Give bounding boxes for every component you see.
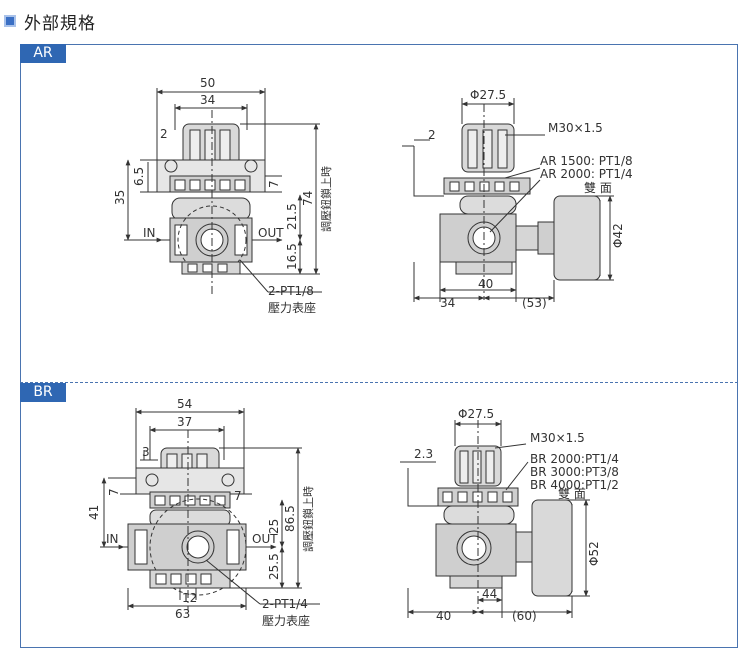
br-dim-54: 54 (177, 397, 192, 411)
br-dim-25-5: 25.5 (267, 553, 281, 580)
br-port-1: BR 2000:PT1/4 (530, 452, 619, 466)
ar-gauge-seat: 壓力表座 (268, 300, 316, 315)
br-in-label: IN (106, 532, 119, 546)
ar-dim-7: 7 (267, 180, 281, 188)
ar-dim-16-5: 16.5 (285, 243, 299, 270)
br-dim-3: 3 (142, 445, 150, 459)
br-out-label: OUT (252, 532, 278, 546)
br-knob-label: 調壓鈕鎖上時 (301, 486, 315, 552)
br-dim-12: 12 (182, 591, 197, 605)
br-dim-7a: 7 (107, 488, 121, 496)
ar-dim-53: (53) (522, 296, 547, 310)
square-bullet-icon (4, 15, 16, 27)
ar-dim-2: 2 (160, 127, 168, 141)
br-dim-86-5: 86.5 (283, 505, 297, 532)
br-dim-40: 40 (436, 609, 451, 623)
br-thread: M30×1.5 (530, 431, 585, 445)
ar-dim-6-5: 6.5 (132, 167, 146, 186)
br-front-view (100, 408, 320, 610)
ar-side-labels: Φ27.5 2 M30×1.5 AR 1500: PT1/8 AR 2000: … (428, 88, 633, 310)
br-dim-63: 63 (175, 607, 190, 621)
br-gauge-port: 2-PT1/4 (262, 597, 308, 611)
ar-port-2: AR 2000: PT1/4 (540, 167, 633, 181)
ar-side-dim-2: 2 (428, 128, 436, 142)
ar-dim-35: 35 (113, 190, 127, 205)
ar-dim-21-5: 21.5 (285, 203, 299, 230)
ar-double-face: 雙 面 (584, 181, 612, 195)
br-port-2: BR 3000:PT3/8 (530, 465, 619, 479)
ar-port-1: AR 1500: PT1/8 (540, 154, 633, 168)
ar-dim-74: 74 (301, 191, 315, 206)
spec-panel (20, 44, 738, 648)
page-title: 外部規格 (24, 13, 96, 34)
br-dim-25: 25 (267, 519, 281, 534)
ar-front-view (124, 88, 322, 295)
ar-gauge-port: 2-PT1/8 (268, 284, 314, 298)
br-double-face: 雙 面 (558, 487, 586, 501)
ar-in-label: IN (143, 226, 156, 240)
br-gauge-seat: 壓力表座 (262, 613, 310, 628)
ar-front-labels: 50 34 2 6.5 35 7 21.5 16.5 74 調壓鈕鎖上時 IN … (113, 76, 333, 315)
ar-dim-50: 50 (200, 76, 215, 90)
br-dim-37: 37 (177, 415, 192, 429)
br-dim-41: 41 (87, 505, 101, 520)
br-dim-60: (60) (512, 609, 537, 623)
ar-side-dim-34: 34 (440, 296, 455, 310)
br-side-labels: Φ27.5 2.3 M30×1.5 BR 2000:PT1/4 BR 3000:… (414, 407, 619, 623)
ar-thread: M30×1.5 (548, 121, 603, 135)
br-dim-7b: 7 (234, 489, 242, 503)
br-dim-44: 44 (482, 587, 497, 601)
ar-knob-label: 調壓鈕鎖上時 (319, 166, 333, 232)
ar-out-label: OUT (258, 226, 284, 240)
ar-dim-34: 34 (200, 93, 215, 107)
section-header: 外部規格 (4, 4, 96, 38)
ar-dia-top: Φ27.5 (470, 88, 506, 102)
br-dia-gauge: Φ52 (587, 541, 601, 566)
ar-side-view (402, 98, 614, 302)
br-port-3: BR 4000:PT1/2 (530, 478, 619, 492)
br-dia-top: Φ27.5 (458, 407, 494, 421)
section-divider (20, 382, 738, 383)
ar-dia-gauge: Φ42 (611, 223, 625, 248)
ar-dim-40: 40 (478, 277, 493, 291)
section-tag-br: BR (20, 383, 66, 402)
br-dim-2-3: 2.3 (414, 447, 433, 461)
br-side-view (400, 420, 590, 618)
section-tag-ar: AR (20, 44, 66, 63)
br-front-labels: 54 37 3 7 7 41 25 25.5 86.5 調壓鈕鎖上時 IN OU… (87, 397, 315, 628)
